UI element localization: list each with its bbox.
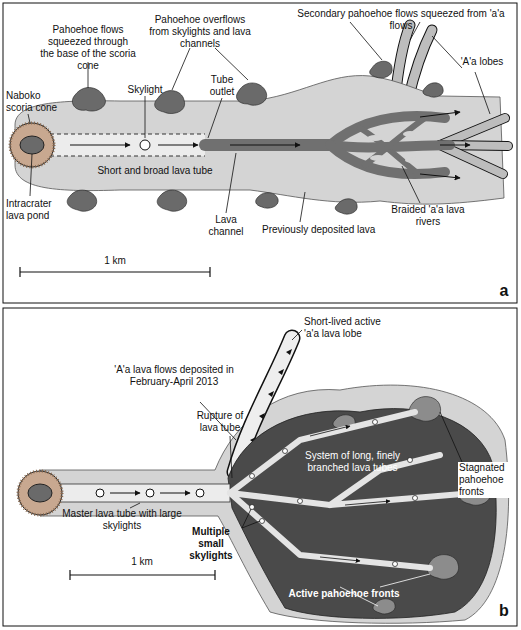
- callout-label: 'A'a lobes: [452, 56, 512, 68]
- callout-label: Naboko scoria cone: [6, 90, 62, 114]
- callout-label: Pahoehoe flows squeezed through the base…: [40, 24, 136, 72]
- callout-label: System of long, finely branched lava tub…: [300, 450, 405, 474]
- scale-label: 1 km: [122, 556, 162, 568]
- callout-label: Lava channel: [202, 214, 250, 238]
- callout-label: Pahoehoe overflows from skylights and la…: [145, 14, 255, 50]
- callout-label: Stagnated pahoehoe fronts: [458, 462, 516, 498]
- panel-letter: a: [496, 282, 512, 300]
- callout-label: Intracrater lava pond: [6, 198, 66, 222]
- callout-label: Master lava tube with large skylights: [62, 508, 182, 532]
- callout-label: Short-lived active 'a'a lava lobe: [304, 316, 394, 340]
- panel-letter: b: [496, 602, 512, 620]
- callout-label: 'A'a lava flows deposited in February-Ap…: [106, 364, 242, 388]
- callout-label: Short and broad lava tube: [92, 165, 218, 177]
- callout-label: Secondary pahoehoe flows squeezed from '…: [296, 8, 506, 32]
- callout-label: Multiple small skylights: [180, 526, 242, 562]
- callout-label: Rupture of lava tube: [192, 410, 248, 434]
- callout-label: Skylight: [120, 84, 170, 96]
- callout-label: Tube outlet: [200, 74, 244, 98]
- scale-label: 1 km: [95, 255, 135, 267]
- callout-label: Previously deposited lava: [262, 224, 402, 236]
- callout-label: Braided 'a'a lava rivers: [385, 204, 471, 228]
- callout-label: Active pahoehoe fronts: [288, 588, 400, 600]
